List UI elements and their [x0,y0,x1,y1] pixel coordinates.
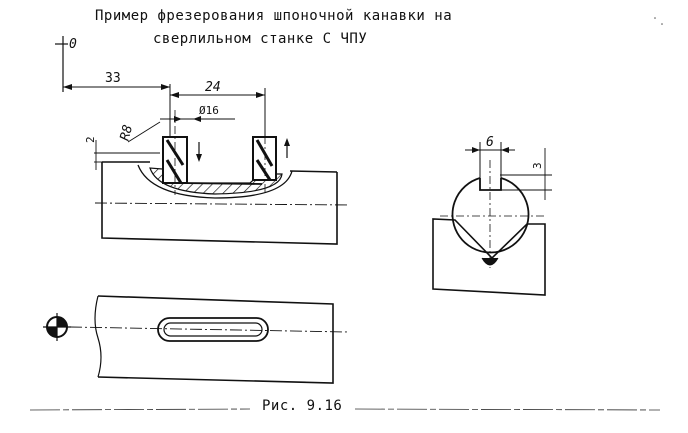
dimension-radius: R8 [118,121,161,142]
depth-2-label: 2 [84,136,97,143]
datum-symbol-icon [43,313,71,341]
top-view-shaft [69,295,349,384]
side-view-shaft [440,160,545,268]
cutter-diameter-label: Ø16 [199,104,219,117]
origin-label: 0 [69,37,77,52]
side-view-dim-6: 6 [465,135,515,182]
dim-33-label: 33 [105,71,121,86]
dimension-cutter-diameter: Ø16 [160,104,235,122]
dim-24-label: 24 [205,80,221,95]
title-line-2: сверлильном станке С ЧПУ [153,31,368,47]
dimension-depth-2: 2 [84,136,160,170]
end-mill-right [252,120,290,195]
slot-width-label: 6 [486,135,494,150]
v-block [432,218,546,296]
end-mill-left [162,110,202,195]
top-view-slot [157,317,269,342]
radius-label: R8 [118,123,137,142]
title-line-1: Пример фрезерования шпоночной канавки на [95,8,453,24]
figure-caption: Рис. 9.16 [262,398,343,414]
dimension-33: 33 [63,71,170,90]
origin-marker: 0 [55,36,77,92]
front-view-shaft [94,161,351,245]
slot-depth-label: 3 [531,162,544,169]
side-view-dim-3: 3 [500,148,552,200]
